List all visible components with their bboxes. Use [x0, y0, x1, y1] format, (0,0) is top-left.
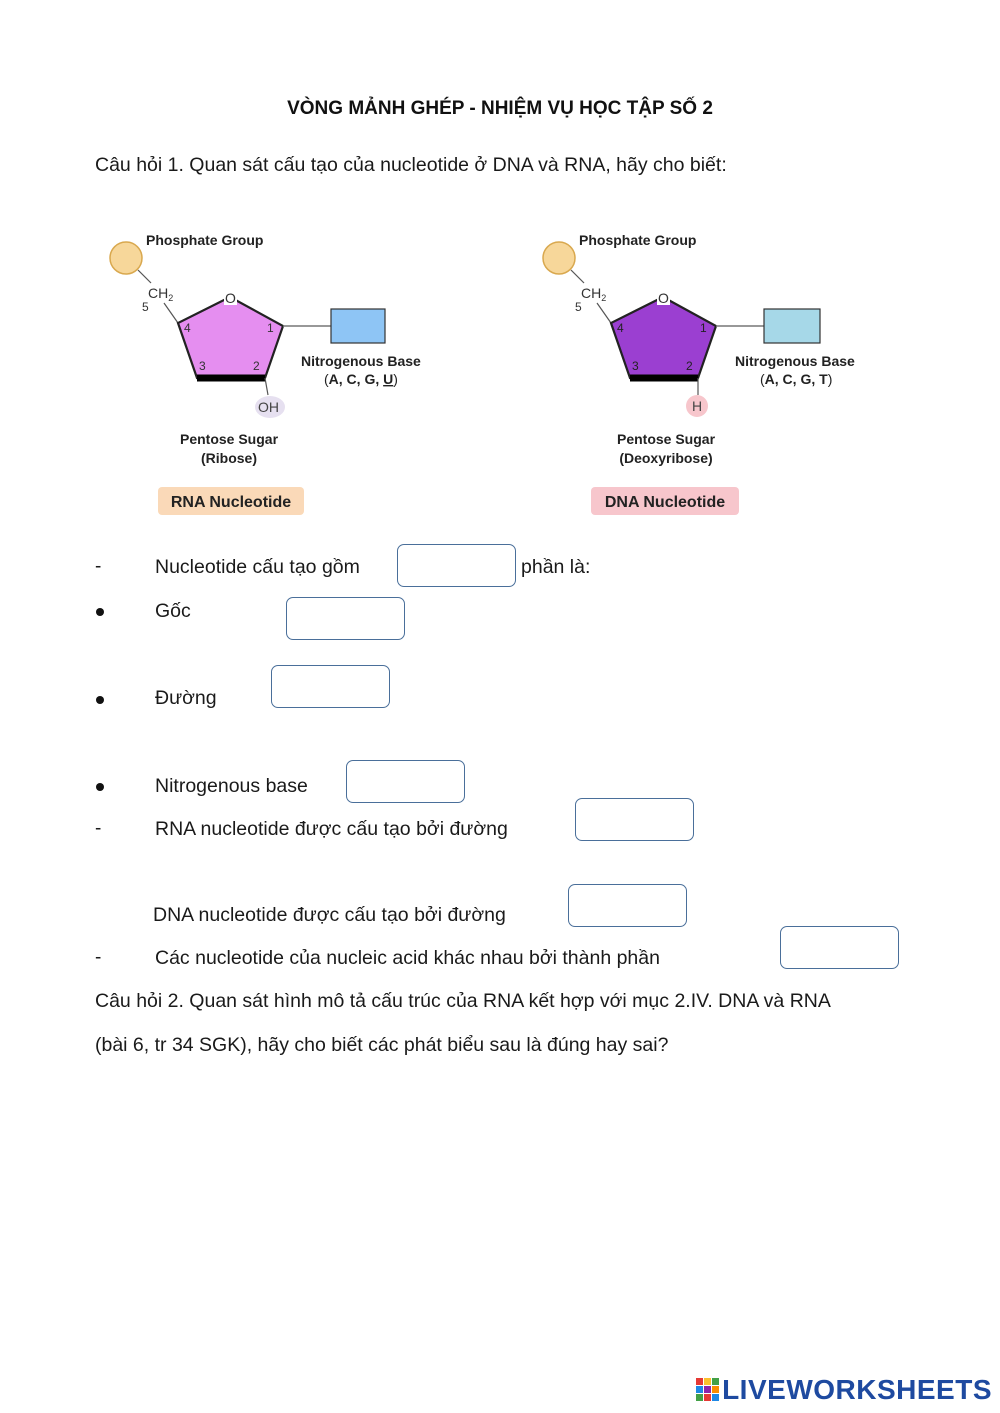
- answer-box-dna-sugar[interactable]: [568, 884, 687, 927]
- dna-sugar-label: Pentose Sugar: [617, 431, 716, 447]
- question-2-line-2: (bài 6, tr 34 SGK), hãy cho biết các phá…: [95, 1034, 669, 1056]
- line-nitrogenous-base: Nitrogenous base: [155, 775, 308, 797]
- line-nucleotide-parts: Nucleotide cấu tạo gồm: [155, 556, 360, 578]
- svg-text:4: 4: [617, 321, 624, 335]
- answer-box-part-count[interactable]: [397, 544, 516, 587]
- line-rna-sugar: RNA nucleotide được cấu tạo bởi đường: [155, 818, 508, 840]
- rna-sugar-label: Pentose Sugar: [180, 431, 279, 447]
- dna-phosphate-circle: [542, 241, 576, 275]
- answer-box-difference[interactable]: [780, 926, 899, 969]
- rna-base-square: [330, 308, 386, 344]
- rna-o-label: O: [225, 290, 236, 306]
- svg-text:1: 1: [700, 321, 707, 335]
- page-title: VÒNG MẢNH GHÉP - NHIỆM VỤ HỌC TẬP SỐ 2: [287, 98, 713, 119]
- dash-marker: -: [95, 947, 102, 968]
- brand-logo-icon: [696, 1378, 720, 1401]
- dna-base-list: (A, C, G, T): [760, 371, 832, 387]
- rna-nucleotide-label: RNA Nucleotide: [171, 494, 291, 511]
- line-group: Gốc: [155, 600, 191, 622]
- rna-base-title: Nitrogenous Base: [301, 353, 421, 369]
- dna-ch2-label: CH2: [581, 285, 606, 303]
- rna-phosphate-circle: [109, 241, 143, 275]
- answer-box-sugar[interactable]: [271, 665, 390, 708]
- bullet-icon: [96, 783, 104, 791]
- rna-c5-label: 5: [142, 300, 149, 314]
- dna-base-square: [763, 308, 821, 344]
- dna-base-title: Nitrogenous Base: [735, 353, 855, 369]
- line-nucleotide-parts-suffix: phần là:: [521, 556, 591, 578]
- dash-marker: -: [95, 556, 102, 577]
- question-2-line-1: Câu hỏi 2. Quan sát hình mô tả cấu trúc …: [95, 990, 831, 1012]
- line-nucleotide-difference: Các nucleotide của nucleic acid khác nha…: [155, 947, 660, 969]
- dna-nucleotide-label: DNA Nucleotide: [605, 494, 725, 511]
- rna-base-list: (A, C, G, U): [324, 371, 398, 387]
- dna-o-label: O: [658, 290, 669, 306]
- dna-sugar-type: (Deoxyribose): [619, 450, 712, 466]
- question-1: Câu hỏi 1. Quan sát cấu tạo của nucleoti…: [95, 154, 727, 176]
- bullet-icon: [96, 608, 104, 616]
- answer-box-rna-sugar[interactable]: [575, 798, 694, 841]
- brand-footer: LIVEWORKSHEETS: [696, 1374, 992, 1406]
- svg-text:3: 3: [199, 359, 206, 373]
- dna-phosphate-label: Phosphate Group: [579, 232, 696, 248]
- rna-ch2-label: CH2: [148, 285, 173, 303]
- rna-oh-label: OH: [258, 399, 279, 415]
- rna-sugar-type: (Ribose): [201, 450, 257, 466]
- line-dna-sugar: DNA nucleotide được cấu tạo bởi đường: [153, 904, 506, 926]
- line-sugar: Đường: [155, 687, 217, 709]
- dna-nucleotide-diagram: Phosphate Group CH2 5 O 4 1 3 2 H Nitrog…: [542, 232, 855, 515]
- dna-c5-label: 5: [575, 300, 582, 314]
- ribose-pentagon: [176, 295, 285, 380]
- svg-text:1: 1: [267, 321, 274, 335]
- rna-phosphate-label: Phosphate Group: [146, 232, 263, 248]
- answer-box-group[interactable]: [286, 597, 405, 640]
- bullet-icon: [96, 696, 104, 704]
- rna-nucleotide-diagram: Phosphate Group CH2 5 O 4 1 3 2 OH Nitro…: [109, 232, 421, 515]
- dash-marker: -: [95, 818, 102, 839]
- dna-h-label: H: [692, 398, 702, 414]
- deoxyribose-pentagon: [609, 295, 718, 380]
- svg-text:4: 4: [184, 321, 191, 335]
- svg-text:2: 2: [686, 359, 693, 373]
- svg-text:3: 3: [632, 359, 639, 373]
- brand-text: LIVEWORKSHEETS: [722, 1374, 992, 1405]
- svg-text:2: 2: [253, 359, 260, 373]
- answer-box-nitrogenous-base[interactable]: [346, 760, 465, 803]
